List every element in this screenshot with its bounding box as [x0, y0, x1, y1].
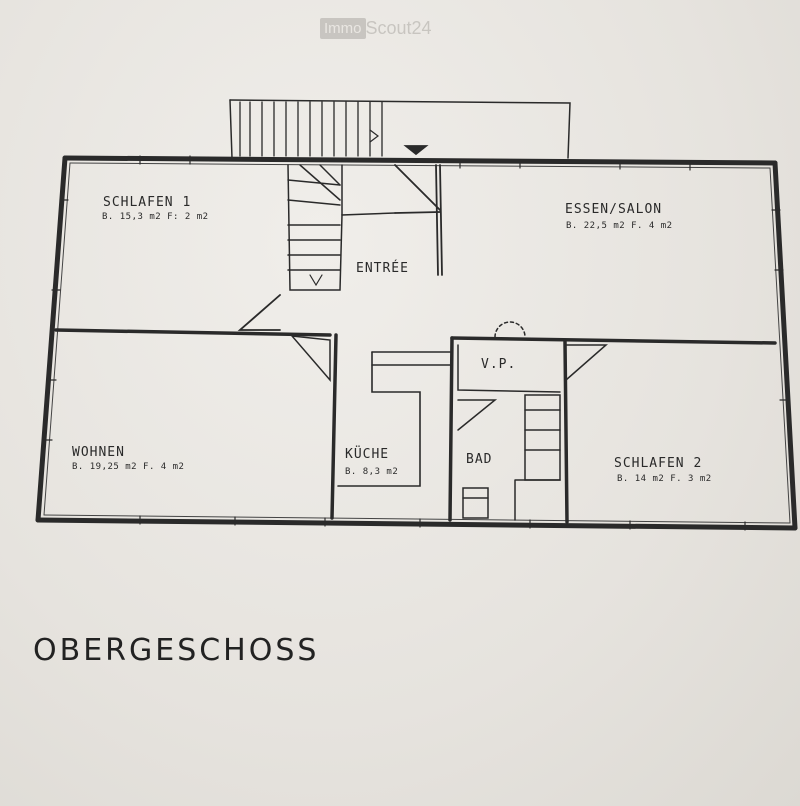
window-marks	[43, 155, 789, 531]
staircase	[287, 164, 396, 291]
room-labels: SCHLAFEN 1 B. 15,3 m2 F: 2 m2 ESSEN/SALO…	[72, 195, 712, 484]
room-name-bad: BAD	[466, 452, 492, 467]
watermark-text: Scout24	[365, 18, 432, 38]
kitchen-counters	[337, 351, 451, 487]
entree-walls	[237, 145, 443, 331]
room-name-vp: V.P.	[481, 357, 516, 372]
room-dims-kueche: B. 8,3 m2	[345, 467, 398, 477]
balcony-railing	[239, 101, 383, 157]
watermark-box: Immo	[320, 18, 366, 39]
room-name-entree: ENTRÉE	[356, 260, 409, 276]
room-name-schlafen2: SCHLAFEN 2	[614, 456, 702, 471]
room-name-wohnen: WOHNEN	[72, 445, 125, 460]
bath-fixtures	[457, 394, 561, 521]
room-dims-schlafen2: B. 14 m2 F. 3 m2	[617, 474, 712, 484]
outer-walls	[35, 155, 798, 531]
interior-walls	[54, 328, 777, 524]
room-dims-essen: B. 22,5 m2 F. 4 m2	[566, 221, 673, 231]
room-dims-schlafen1: B. 15,3 m2 F: 2 m2	[102, 212, 209, 222]
plan-title: OBERGESCHOSS	[33, 633, 319, 668]
room-name-schlafen1: SCHLAFEN 1	[103, 195, 191, 210]
immoscout-watermark: Immo Scout24	[320, 18, 432, 39]
room-dims-wohnen: B. 19,25 m2 F. 4 m2	[72, 462, 184, 472]
room-name-kueche: KÜCHE	[345, 445, 389, 462]
room-name-essen: ESSEN/SALON	[565, 202, 662, 217]
balcony	[229, 99, 571, 159]
